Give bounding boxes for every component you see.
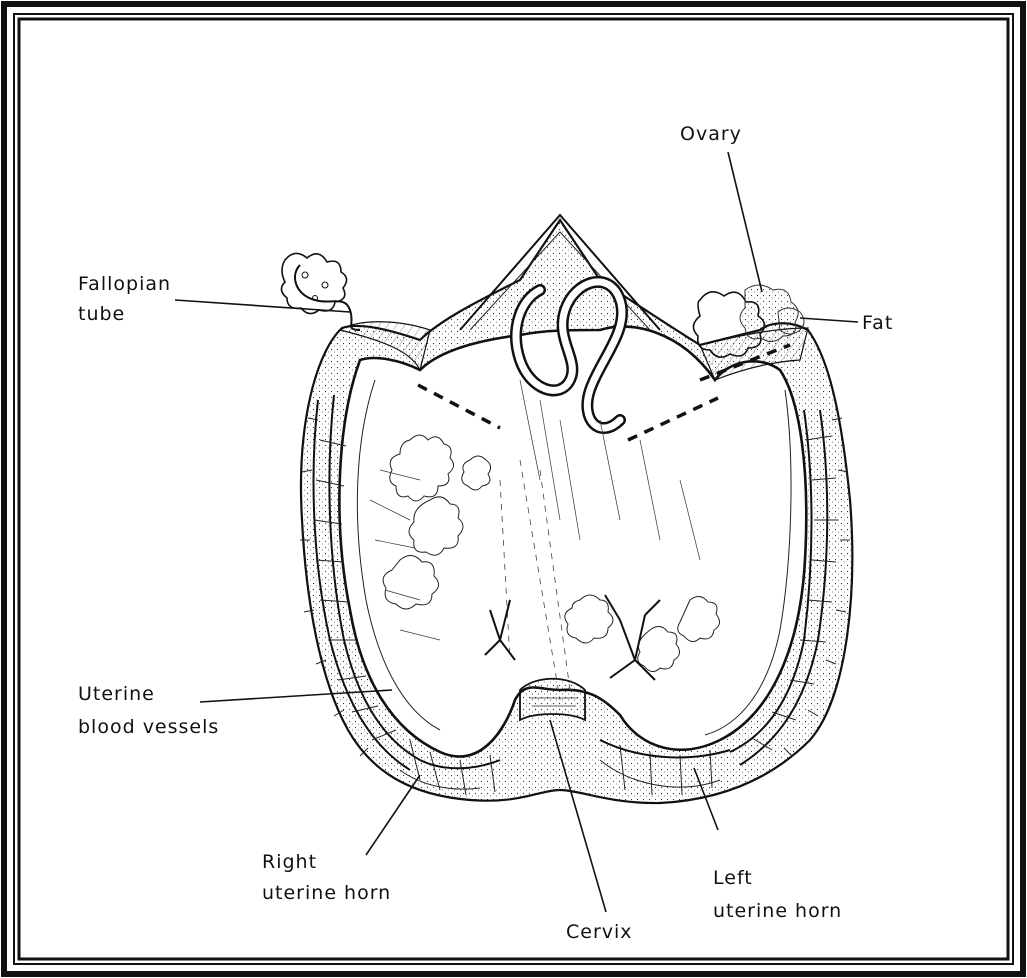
- label-fallopian-tube-1: Fallopian: [78, 273, 171, 295]
- label-fallopian-tube-2: tube: [78, 303, 125, 325]
- leader-ovary: [728, 152, 762, 292]
- cervix-structure: [520, 679, 585, 720]
- label-uterine-blood-vessels-1: Uterine: [78, 683, 155, 705]
- label-fat: Fat: [862, 312, 893, 334]
- label-ovary: Ovary: [680, 123, 742, 145]
- label-cervix: Cervix: [566, 921, 633, 943]
- leader-right-uterine-horn: [366, 775, 420, 855]
- label-uterine-blood-vessels-2: blood vessels: [78, 716, 219, 738]
- fallopian-tube-left: [281, 253, 360, 330]
- label-left-uterine-horn-1: Left: [713, 867, 753, 889]
- label-right-uterine-horn-1: Right: [262, 851, 317, 873]
- label-left-uterine-horn-2: uterine horn: [713, 900, 842, 922]
- leader-fat: [800, 318, 858, 322]
- label-right-uterine-horn-2: uterine horn: [262, 882, 391, 904]
